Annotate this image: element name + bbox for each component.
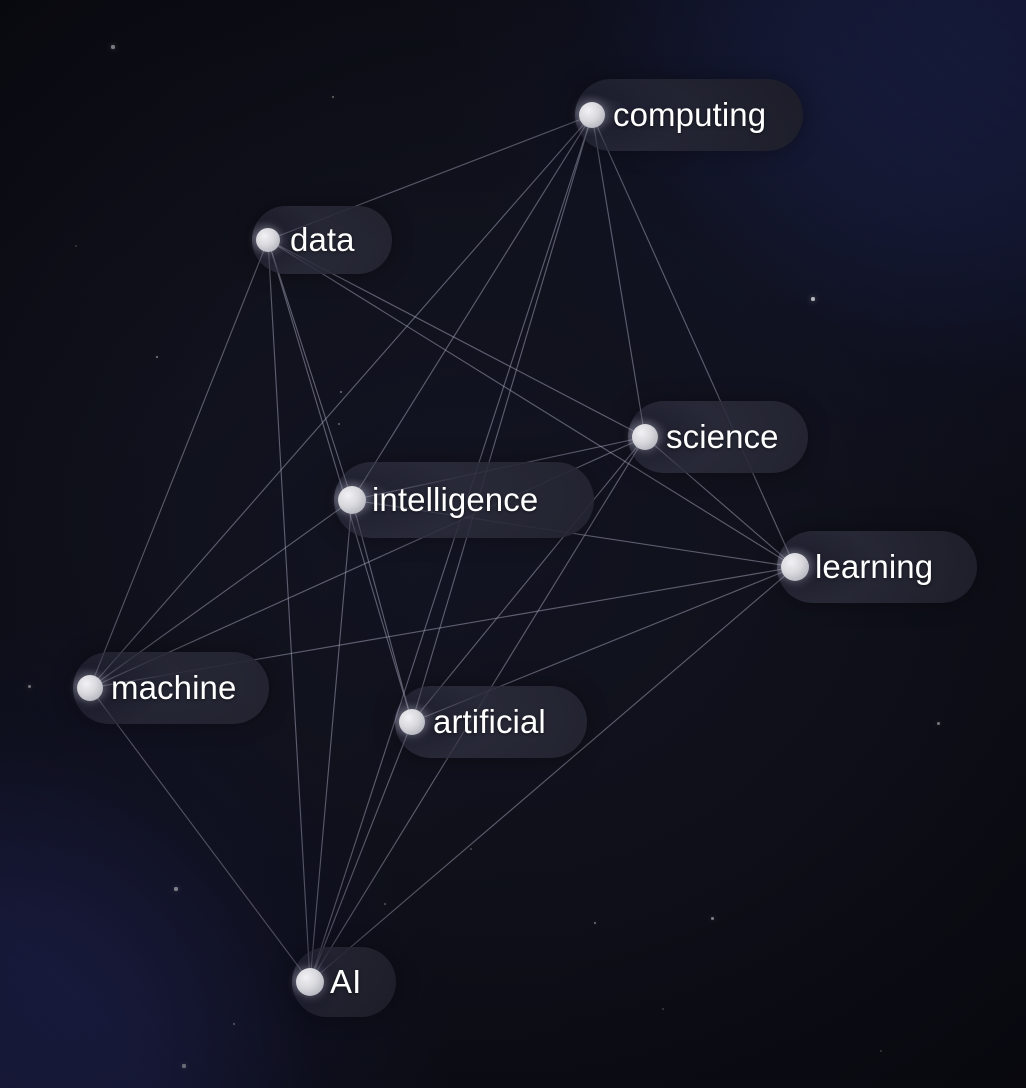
- node-label: learning: [815, 548, 934, 585]
- graph-edge: [89, 114, 593, 689]
- graph-edge: [411, 114, 593, 723]
- graph-edge: [591, 114, 646, 438]
- node-label: intelligence: [372, 481, 539, 518]
- node-dot-computing[interactable]: [579, 102, 605, 128]
- node-label: computing: [613, 96, 767, 133]
- graph-edge: [309, 721, 413, 983]
- node-dot-data[interactable]: [256, 228, 280, 252]
- graph-edge: [309, 566, 796, 983]
- node-dot-AI[interactable]: [296, 968, 324, 996]
- node-label: machine: [111, 669, 237, 706]
- graph-edge: [89, 687, 311, 983]
- node-dot-intelligence[interactable]: [338, 486, 366, 514]
- graph-edge: [309, 499, 353, 983]
- graph-edge: [351, 114, 593, 501]
- node-dot-learning[interactable]: [781, 553, 809, 581]
- graph-edge: [591, 114, 796, 568]
- node-label: science: [666, 418, 779, 455]
- node-label: data: [290, 221, 355, 258]
- node-dot-science[interactable]: [632, 424, 658, 450]
- graph-edge: [89, 239, 269, 689]
- node-label: AI: [330, 963, 362, 1000]
- node-dot-artificial[interactable]: [399, 709, 425, 735]
- node-label: artificial: [433, 703, 546, 740]
- graph-node-computing[interactable]: computing: [575, 79, 803, 151]
- graph-node-intelligence[interactable]: intelligence: [334, 462, 594, 538]
- node-dot-machine[interactable]: [77, 675, 103, 701]
